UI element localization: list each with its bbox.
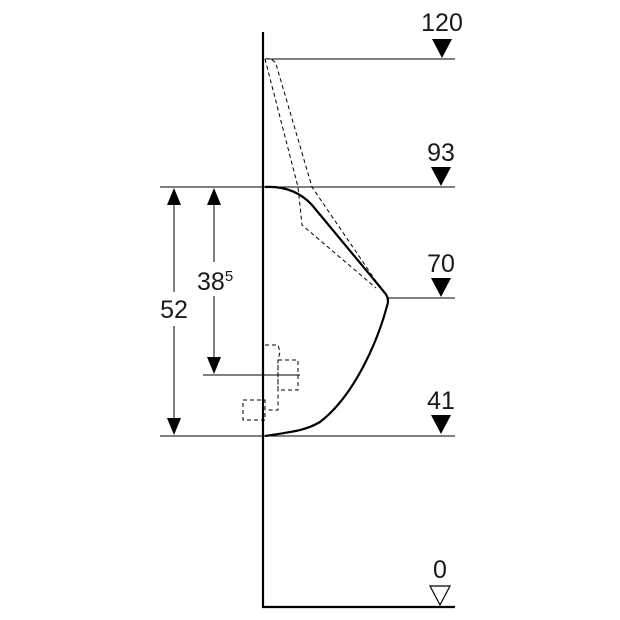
urinal-bowl-outline (264, 185, 390, 438)
level-triangle-70 (431, 278, 451, 297)
height-label-93: 93 (427, 139, 455, 167)
dimension-arrow-down-38-5 (207, 357, 221, 374)
dimension-label-38-5: 385 (197, 268, 233, 296)
height-label-0: 0 (433, 556, 447, 584)
height-marker-93: 93 (427, 139, 455, 186)
dimension-arrow-up-38-5 (207, 188, 221, 205)
height-marker-70: 70 (427, 250, 455, 297)
label-bg-52 (152, 292, 196, 326)
level-triangle-120 (432, 39, 452, 58)
dimension-arrow-down-52 (167, 418, 181, 435)
height-marker-41: 41 (427, 387, 455, 434)
outlet-flange (277, 359, 299, 391)
height-markers: 120 93 70 41 0 (421, 9, 463, 607)
outlet-pipe-stub (242, 399, 266, 421)
dimension-arrow-up-52 (167, 188, 181, 205)
dimension-label-38-5-main: 38 (197, 268, 225, 296)
dimension-label-38-5-sup: 5 (225, 268, 233, 285)
height-label-120: 120 (421, 9, 463, 37)
cover-outline-outer (264, 58, 385, 294)
level-triangle-0-open (429, 585, 451, 607)
cover-outline-inner (264, 58, 377, 289)
label-bg-38-5 (195, 262, 245, 296)
height-marker-120: 120 (421, 9, 463, 58)
height-label-41: 41 (427, 387, 455, 415)
dimension-label-52: 52 (160, 296, 188, 324)
outlet-body (265, 344, 281, 411)
level-triangle-93 (431, 167, 451, 186)
height-marker-0: 0 (429, 556, 451, 607)
height-label-70: 70 (427, 250, 455, 278)
level-triangle-41 (431, 415, 451, 434)
